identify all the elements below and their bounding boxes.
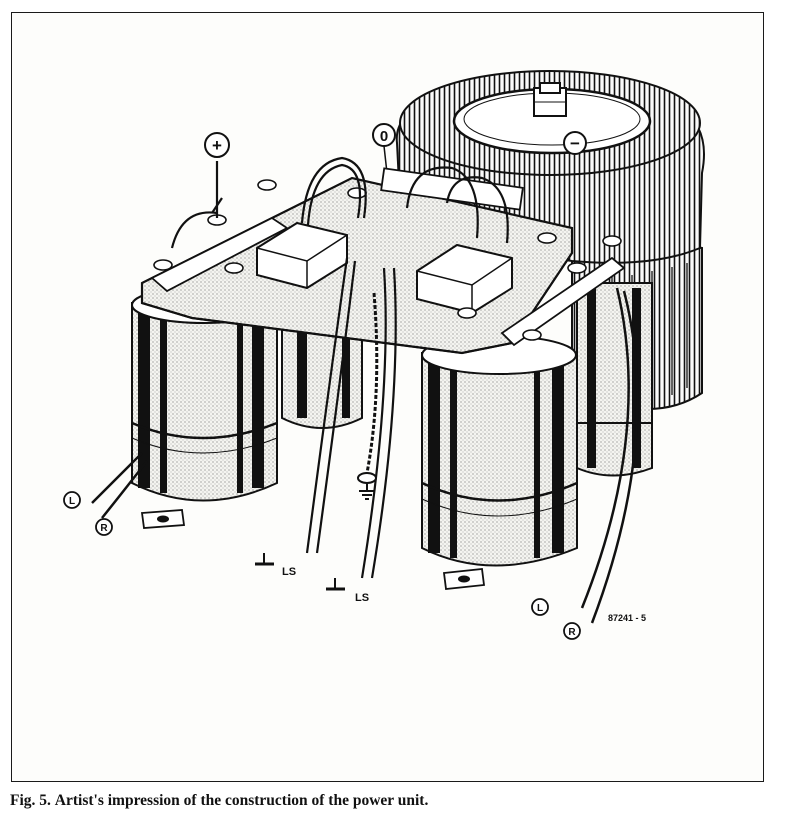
capacitor-back-left — [281, 312, 363, 429]
capacitor-back-right — [576, 282, 653, 477]
ls-label-right: LS — [355, 592, 369, 604]
power-unit-drawing: 0 − — [63, 70, 705, 640]
zero-terminal-icon: 0 — [372, 123, 396, 174]
ls-output-left: LS — [255, 553, 296, 578]
svg-text:+: + — [212, 136, 222, 155]
caption-text: Artist's impression of the construction … — [54, 792, 429, 809]
figure-caption: Fig. 5. Artist's impression of the const… — [10, 792, 780, 810]
left-channel-icon-2: L — [531, 598, 549, 616]
board-screws — [153, 179, 622, 341]
right-channel-icon: R — [95, 518, 113, 536]
right-channel-icon-2: R — [563, 622, 581, 640]
left-channel-icon: L — [63, 491, 81, 509]
bridge-rectifier-right — [416, 243, 513, 315]
drawing-reference: 87241 - 5 — [608, 613, 646, 623]
ls-label-left: LS — [282, 566, 296, 578]
figure-frame: 0 − — [11, 12, 764, 782]
svg-text:L: L — [69, 496, 75, 507]
ls-output-right: LS — [326, 578, 369, 604]
svg-text:−: − — [570, 134, 580, 153]
svg-text:R: R — [100, 523, 108, 534]
minus-terminal-icon: − — [563, 131, 587, 155]
ground-icon — [357, 472, 377, 500]
capacitor-front-right — [421, 335, 578, 590]
svg-text:L: L — [537, 603, 543, 614]
wiring — [91, 156, 639, 624]
svg-text:R: R — [568, 627, 576, 638]
plus-terminal-icon: + — [204, 132, 230, 158]
svg-text:0: 0 — [380, 128, 388, 145]
caption-number: Fig. 5. — [10, 792, 51, 809]
